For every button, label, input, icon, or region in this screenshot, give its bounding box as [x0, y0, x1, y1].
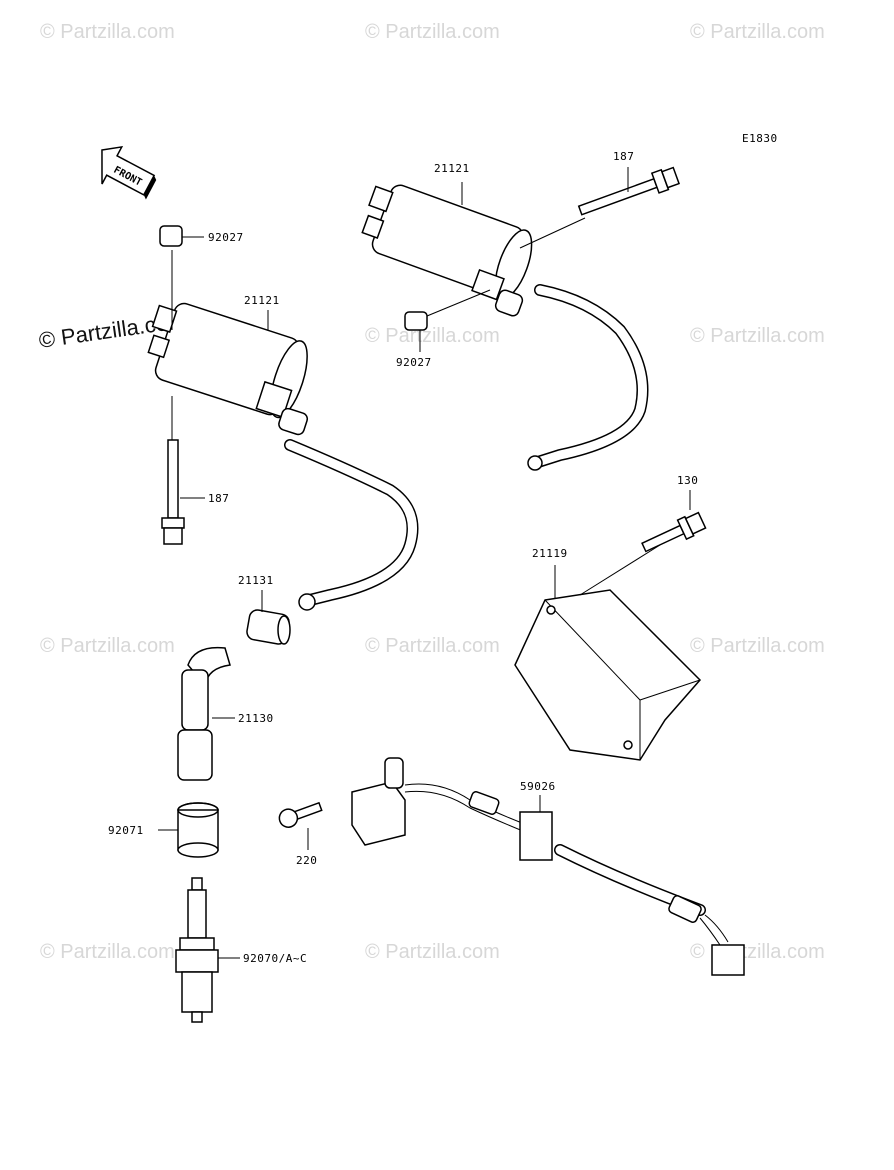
ignition-coil-upper	[361, 166, 680, 471]
bolt-upper	[577, 166, 680, 216]
label-bolt-upper: 187	[613, 150, 634, 163]
figure-code: E1830	[742, 132, 778, 145]
watermark-layer: © Partzilla.com © Partzilla.com © Partzi…	[37, 21, 825, 963]
watermark-text: © Partzilla.com	[690, 325, 825, 347]
watermark-text: © Partzilla.com	[365, 21, 500, 43]
label-coil-lower: 21121	[244, 294, 280, 307]
connector	[351, 757, 406, 846]
watermark-text: © Partzilla.com	[40, 635, 175, 657]
label-sleeve: 21131	[238, 574, 274, 587]
label-collar-lower: 92027	[208, 231, 244, 244]
seal	[158, 802, 219, 858]
watermark-text: © Partzilla.com	[690, 635, 825, 657]
ignition-coil-lower	[147, 225, 419, 611]
label-bolt-igniter: 130	[677, 474, 698, 487]
label-igniter: 21119	[532, 547, 568, 560]
watermark-text: © Partzilla.com	[365, 635, 500, 657]
watermark-text: © Partzilla.com	[690, 941, 825, 963]
watermark-text: © Partzilla.com	[365, 941, 500, 963]
label-plug-cap: 21130	[238, 712, 274, 725]
label-harness: 59026	[520, 780, 556, 793]
label-bolt-lower: 187	[208, 492, 229, 505]
sleeve	[246, 590, 291, 645]
collar-lower	[159, 225, 183, 247]
label-coil-upper: 21121	[434, 162, 470, 175]
watermark-text: © Partzilla.com	[40, 21, 175, 43]
label-collar-upper: 92027	[396, 356, 432, 369]
watermark-text: © Partzilla.com	[40, 941, 175, 963]
label-seal: 92071	[108, 824, 144, 837]
front-arrow: FRONT	[101, 145, 157, 200]
bolt-lower	[161, 439, 185, 545]
callout-labels: 21121 187 92027 92027 21121 187 130 2111…	[108, 150, 698, 965]
bolt-igniter	[641, 511, 707, 553]
plug-cap	[177, 646, 235, 781]
label-spark-plug: 92070/A~C	[243, 952, 307, 965]
igniter	[514, 544, 702, 761]
screw	[278, 801, 323, 828]
spark-plug	[175, 877, 240, 1023]
collar-upper	[404, 311, 428, 331]
watermark-text: © Partzilla.com	[365, 325, 500, 347]
label-screw: 220	[296, 854, 317, 867]
harness	[404, 783, 745, 976]
watermark-text: © Partzilla.com	[690, 21, 825, 43]
